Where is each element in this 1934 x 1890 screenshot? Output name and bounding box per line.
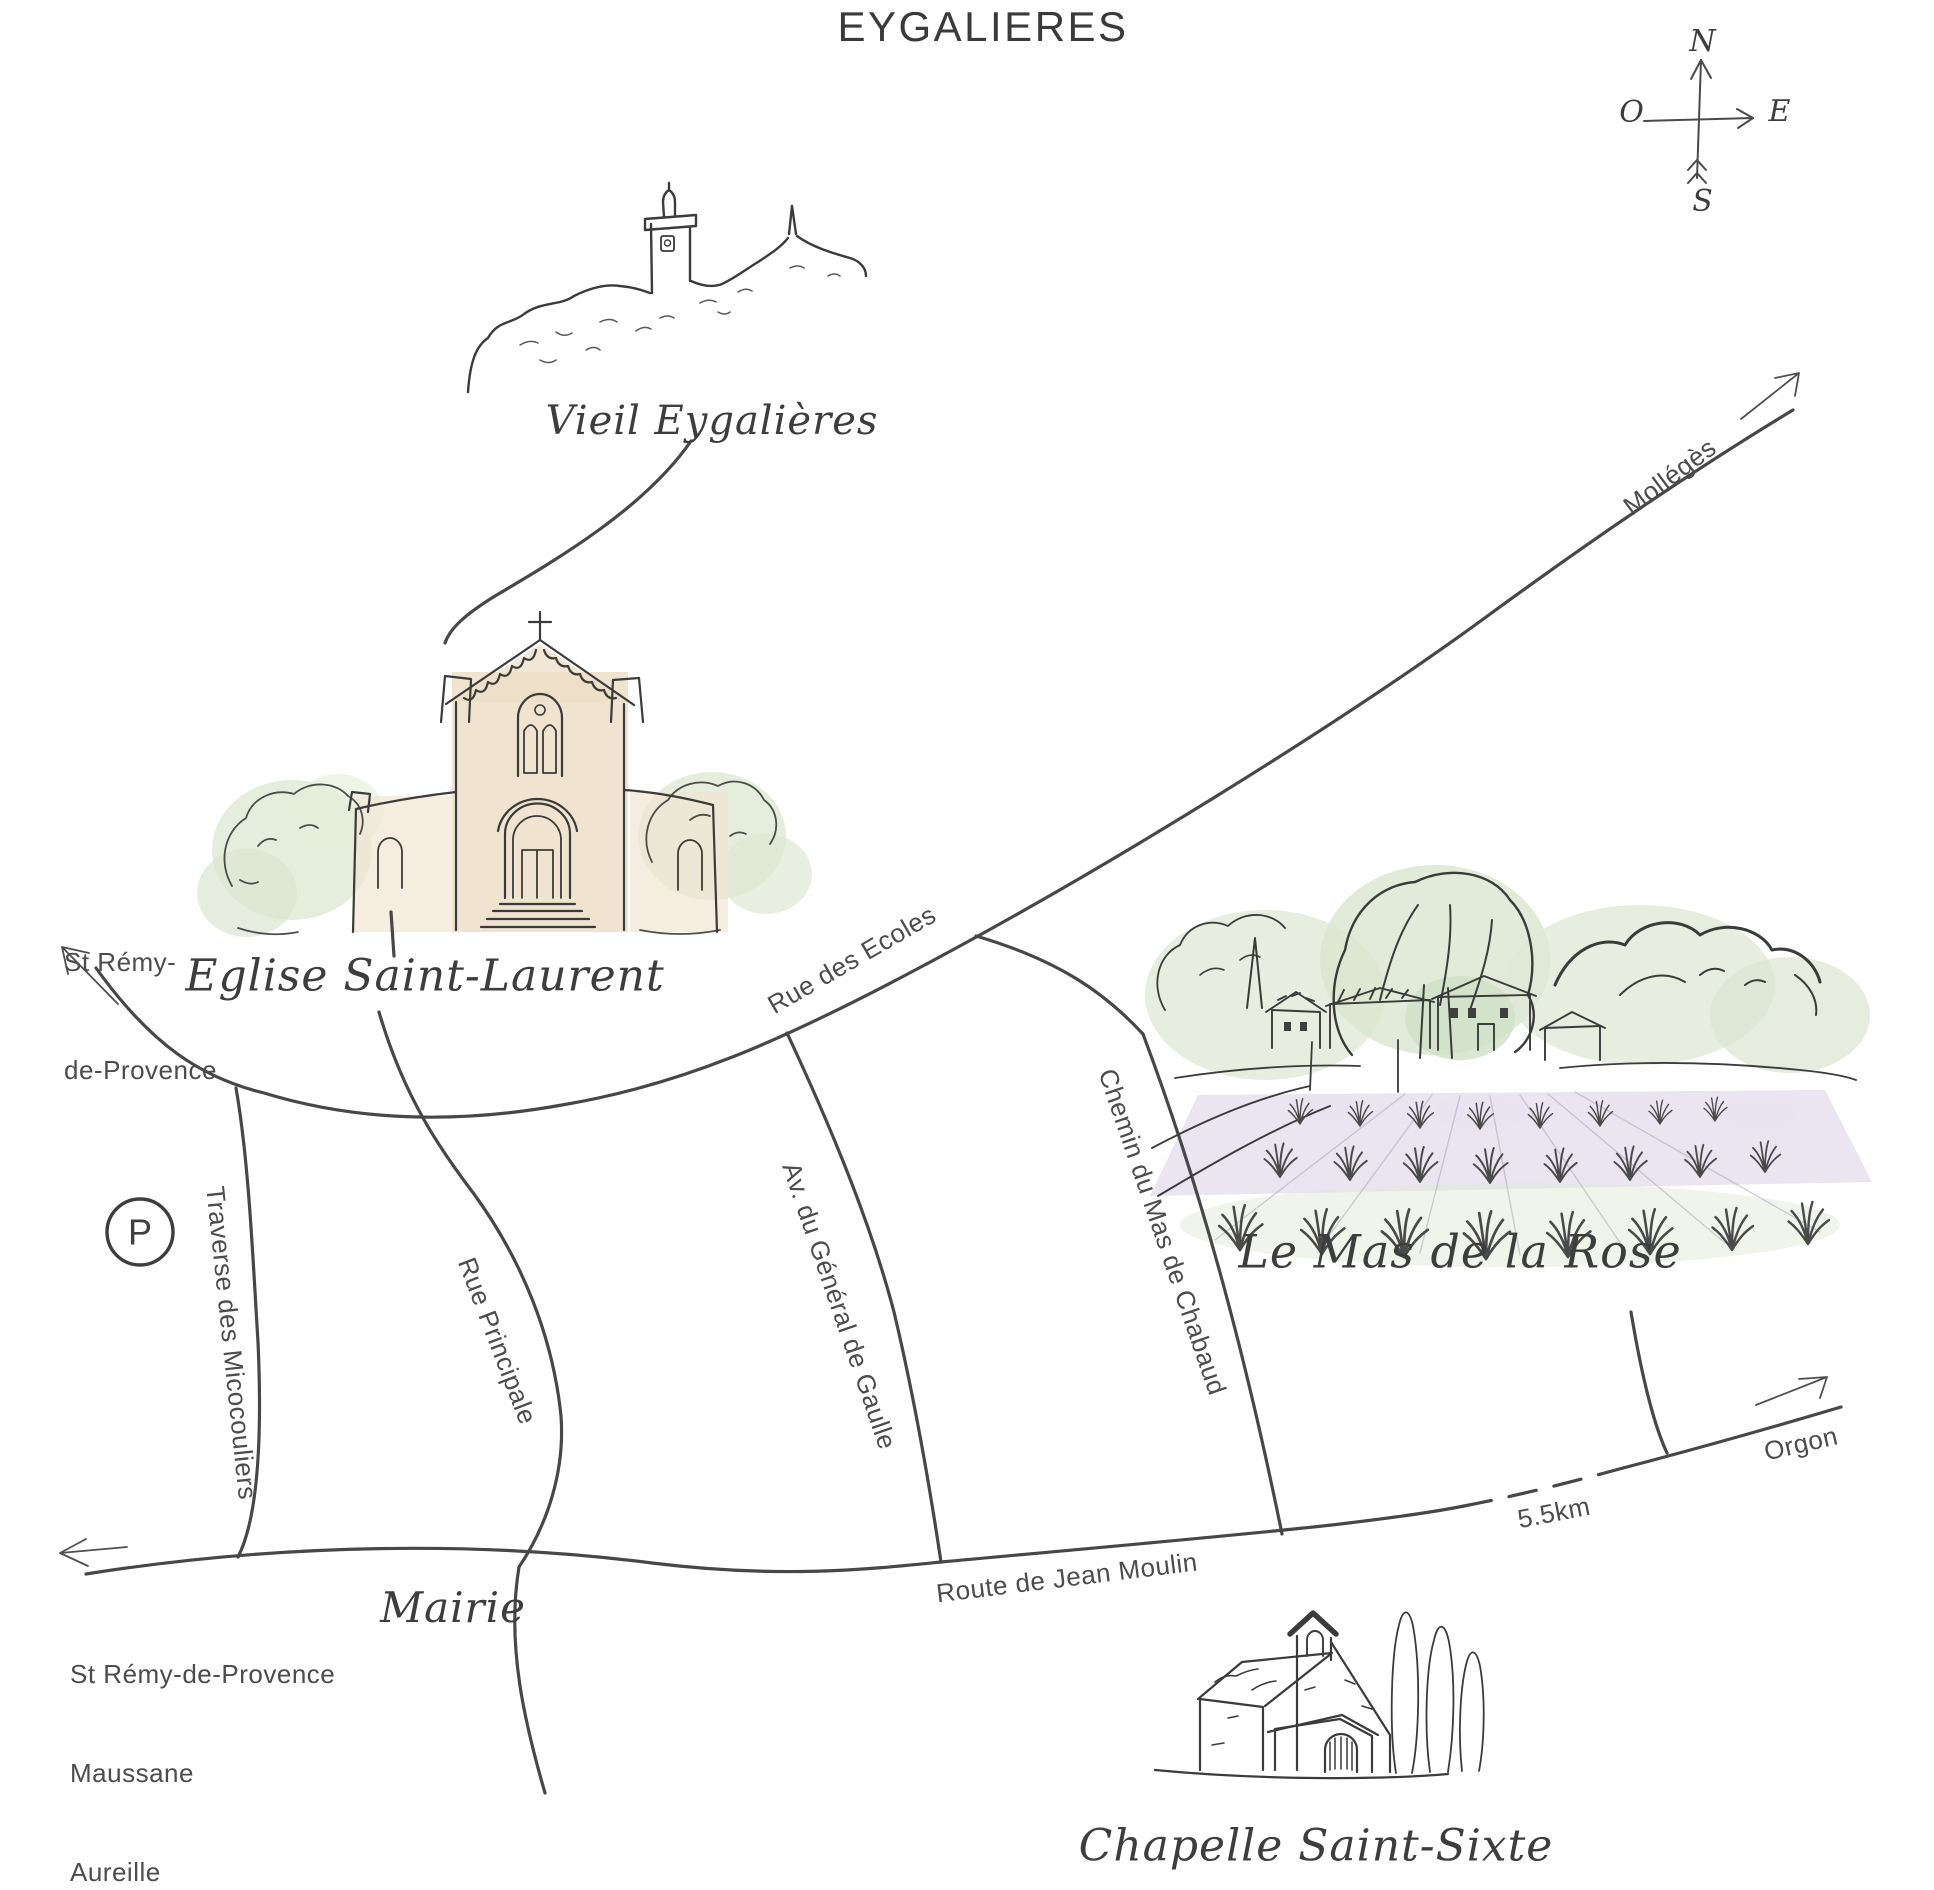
road-route-jean-moulin xyxy=(84,1504,1466,1576)
watercolor-washes xyxy=(197,644,1872,1267)
compass-north-label: N xyxy=(1689,24,1717,59)
arrow-st-remy-top xyxy=(61,946,119,1005)
compass-needle-horizontal xyxy=(1643,117,1754,122)
road-chemin-mas-chabaud xyxy=(974,934,1284,1536)
parking-label: P xyxy=(127,1211,153,1253)
eglise-saint-laurent-illustration xyxy=(223,610,778,936)
arrow-st-remy-bottom xyxy=(59,1538,128,1567)
direction-label-st-remy-bottom-line3: Aureille xyxy=(70,1857,161,1887)
map-title: EYGALIERES xyxy=(837,2,1129,50)
landmark-label-mairie: Mairie xyxy=(380,1582,526,1632)
road-vieil-path xyxy=(443,439,693,645)
mas-de-la-rose-illustration xyxy=(1151,871,1857,1261)
compass-arrowhead-east xyxy=(1736,108,1754,129)
direction-label-st-remy-bottom: St Rémy-de-Provence Maussane Aureille xyxy=(70,1592,335,1890)
direction-label-st-remy-top-line1: St Rémy- xyxy=(64,947,177,977)
compass-west-label: O xyxy=(1619,95,1645,130)
roads xyxy=(84,408,1843,1795)
road-mas-driveway xyxy=(1629,1310,1669,1455)
direction-label-st-remy-top: St Rémy- de-Provence xyxy=(64,872,217,1160)
road-rue-principale xyxy=(377,1010,564,1795)
landmark-label-mas-de-la-rose: Le Mas de la Rose xyxy=(1238,1224,1682,1279)
compass-east-label: E xyxy=(1768,94,1792,129)
compass-south-label: S xyxy=(1692,184,1714,219)
vieil-eygalieres-illustration xyxy=(466,181,868,394)
road-route-jean-moulin-east xyxy=(1621,1405,1843,1470)
landmark-label-eglise-saint-laurent: Eglise Saint-Laurent xyxy=(185,950,665,1002)
landmark-label-vieil-eygalieres: Vieil Eygalières xyxy=(545,398,879,444)
direction-label-st-remy-bottom-line2: Maussane xyxy=(70,1758,194,1788)
compass-arrowhead-north xyxy=(1690,59,1712,80)
arrow-orgon xyxy=(1755,1376,1828,1406)
direction-label-st-remy-top-line2: de-Provence xyxy=(64,1055,217,1085)
road-av-general-de-gaulle xyxy=(785,1031,943,1564)
road-traverse-micocouliers xyxy=(234,1086,262,1559)
road-route-jean-moulin-dashed xyxy=(1462,1466,1625,1508)
direction-label-st-remy-bottom-line1: St Rémy-de-Provence xyxy=(70,1659,336,1689)
chapelle-saint-sixte-illustration xyxy=(1153,1610,1485,1780)
road-rue-principale-upper xyxy=(389,910,396,958)
direction-arrows xyxy=(59,372,1828,1567)
compass-rose xyxy=(1643,59,1754,184)
landmark-label-chapelle-saint-sixte: Chapelle Saint-Sixte xyxy=(1078,1820,1554,1872)
parking-icon xyxy=(105,1197,175,1267)
road-rue-des-ecoles xyxy=(94,408,1795,1119)
arrow-molleges xyxy=(1740,372,1800,420)
compass-fletching-south xyxy=(1687,158,1707,184)
